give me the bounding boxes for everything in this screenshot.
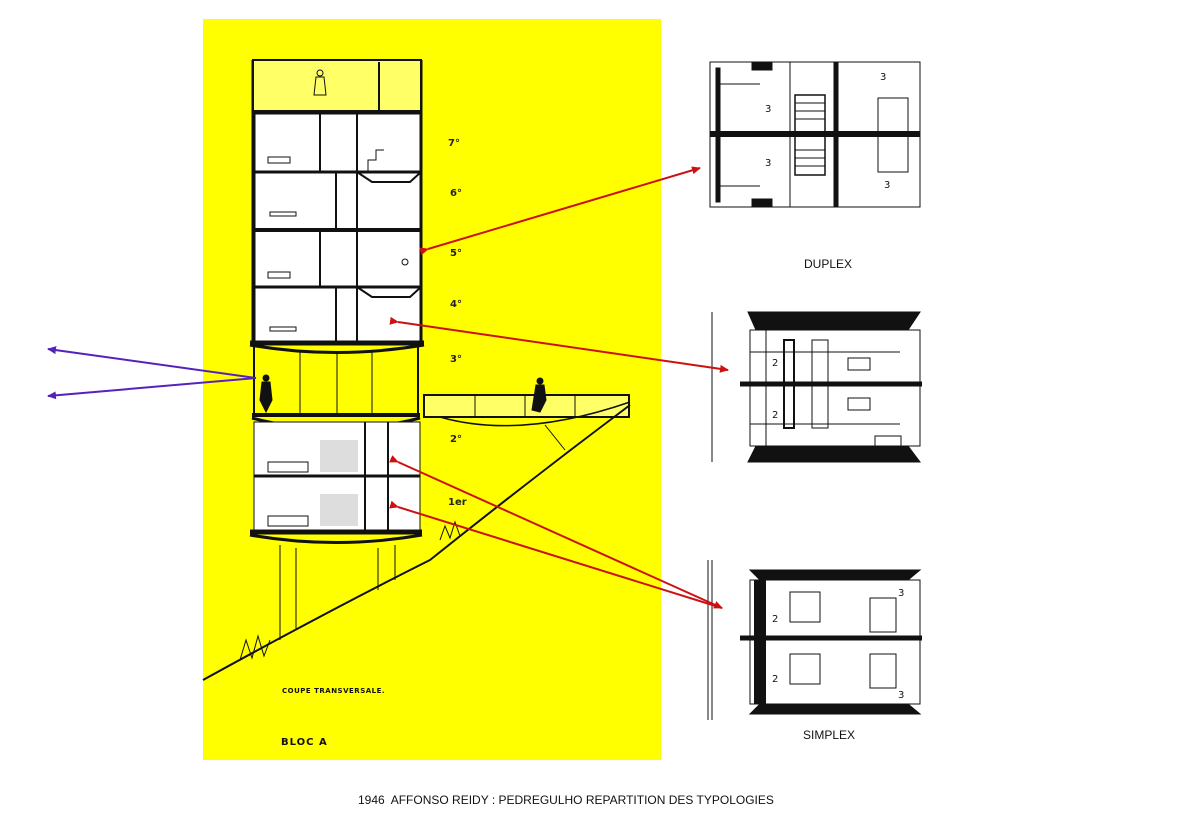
arrow-to-duplex <box>419 166 701 256</box>
duplex-label: DUPLEX <box>804 257 853 271</box>
simplex-plan-upper: 2 2 <box>711 311 922 463</box>
arrow-purple-upper <box>47 346 257 379</box>
simplex-upper-number-b: 2 <box>772 410 778 421</box>
arrow-to-simplex-upper <box>389 316 729 373</box>
simplex-lower-number-c: 3 <box>898 588 904 599</box>
floor-label-7: 7° <box>448 138 460 149</box>
section-caption: COUPE TRANSVERSALE. <box>282 687 386 695</box>
floor-label-3: 3° <box>450 354 462 365</box>
simplex-lower-number-d: 3 <box>898 690 904 701</box>
floor-label-2: 2° <box>450 434 462 445</box>
block-label: BLOC A <box>281 737 328 748</box>
arrow-to-simplex-lower-a <box>389 455 723 609</box>
simplex-label: SIMPLEX <box>803 728 856 742</box>
floor-label-5: 5° <box>450 248 462 259</box>
simplex-lower-number-a: 2 <box>772 614 778 625</box>
duplex-number-bottom: 3 <box>884 180 890 191</box>
duplex-plan: 3 3 3 3 <box>709 61 921 208</box>
simplex-lower-number-b: 2 <box>772 674 778 685</box>
human-figures <box>259 69 547 414</box>
duplex-number-top: 3 <box>880 72 886 83</box>
floor-label-6: 6° <box>450 188 462 199</box>
purple-arrows <box>47 346 257 400</box>
duplex-number-mid-top: 3 <box>765 104 771 115</box>
simplex-plan-lower: 2 2 3 3 <box>707 560 922 720</box>
simplex-upper-number-a: 2 <box>772 358 778 369</box>
footer-title: 1946 AFFONSO REIDY : PEDREGULHO REPARTIT… <box>358 793 774 807</box>
arrow-to-simplex-lower-b <box>389 500 723 609</box>
arrow-purple-lower <box>47 377 257 400</box>
floor-label-4: 4° <box>450 299 462 310</box>
duplex-number-mid-bottom: 3 <box>765 158 771 169</box>
floor-label-1: 1er <box>448 497 467 508</box>
red-arrows <box>389 166 729 609</box>
